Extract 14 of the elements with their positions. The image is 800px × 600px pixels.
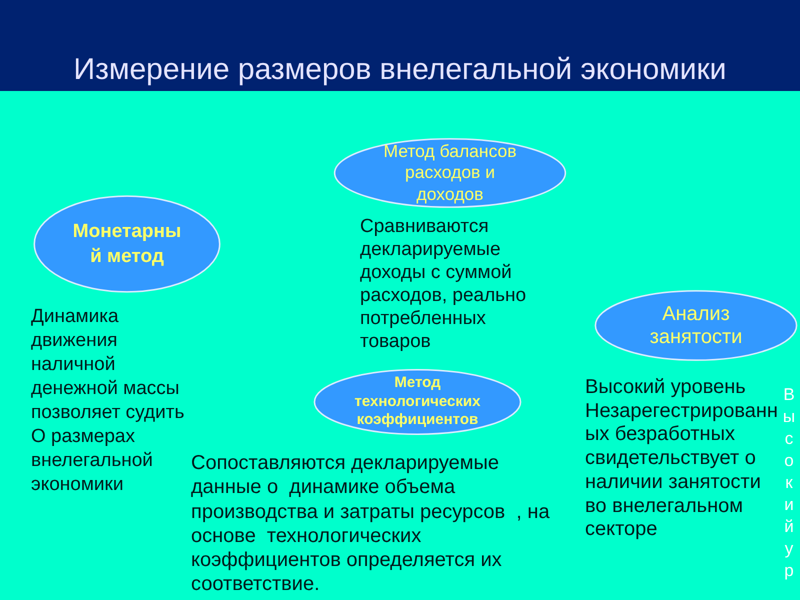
method-ellipse [33,195,221,293]
method-name: Монетарны й метод [72,220,182,269]
vertical-text: Высокий ур [782,384,796,582]
method-ellipse [333,138,567,208]
method-description: Высокий уровень Незарегестрированн ых безработных свидетельствует о наличии занятости во внелегальном секторе [585,376,779,542]
slide-title: Измерение размеров внелегальной экономики [74,53,726,87]
method-name: Метод технологических коэффициентов [354,374,482,430]
method-name: Метод балансов расходов и доходов [382,140,518,206]
method-ellipse [594,290,798,361]
method-description: Сравниваются декларируемые доходы с суммой расходов, реально потребленных товаров [360,215,528,353]
method-name: Анализ занятости [648,302,744,348]
method-description: Сопоставляются декларируемые данные о динамике объема производства и затраты ресурсов , на основе технологических коэффициентов определяется их соответствие. [191,451,551,597]
method-ellipse [313,369,522,435]
method-description: Динамика движения наличной денежной массы позволяет судить О размерах внелегальной экономики [31,305,186,497]
